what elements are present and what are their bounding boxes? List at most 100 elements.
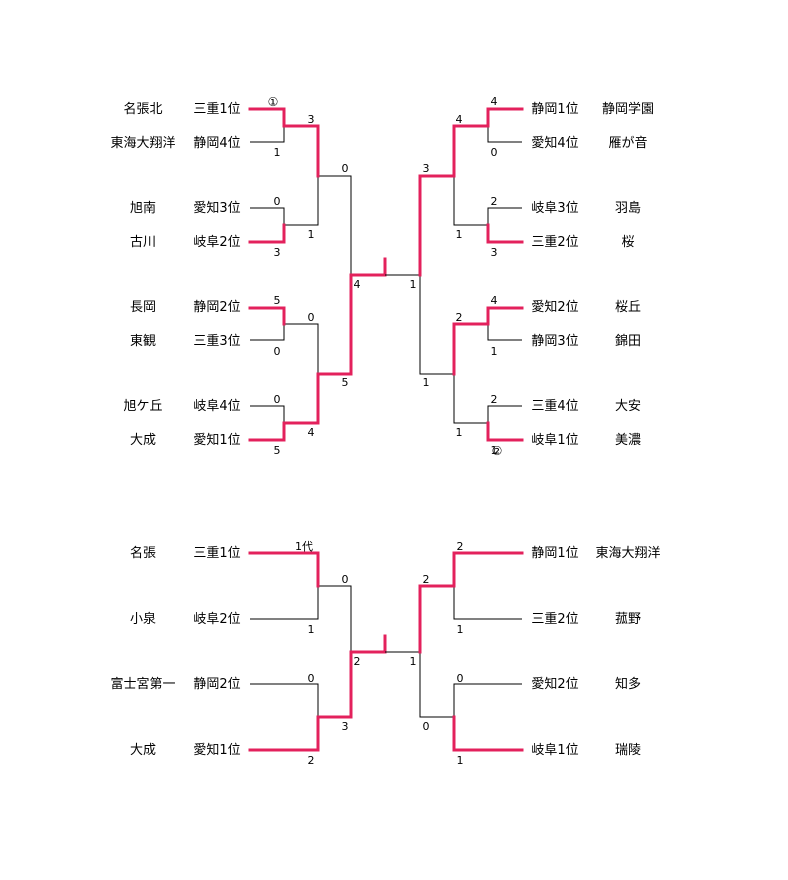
winner-path (248, 257, 387, 442)
team-school: 大成 (130, 433, 156, 448)
score: 0 (308, 672, 315, 685)
team-seed: 愛知2位 (531, 299, 578, 315)
marker-2: ② (492, 444, 503, 458)
final-score: 1 (410, 278, 417, 291)
team-school: 小泉 (130, 611, 156, 627)
bracket-line (487, 405, 522, 423)
team-school: 桜丘 (615, 300, 641, 315)
score: 1 (491, 444, 498, 457)
score: 2 (491, 195, 498, 208)
score: 0 (457, 672, 464, 685)
score: 3 (274, 246, 281, 259)
score: 3 (308, 113, 315, 126)
team-school: 旭ケ丘 (123, 399, 162, 414)
team-seed: 岐阜2位 (193, 611, 240, 627)
team-school: 名張 (130, 545, 156, 561)
winner-path (486, 223, 524, 244)
score: 4 (491, 294, 498, 307)
winner-path (248, 223, 286, 244)
team-seed: 三重4位 (531, 398, 578, 414)
winner-path (248, 551, 320, 588)
bracket-line (250, 324, 285, 341)
team-seed: 三重2位 (531, 234, 578, 250)
score: 0 (274, 195, 281, 208)
bottom-bracket: 名張 三重1位 小泉 岐阜2位 富士宮第一 静岡2位 大成 愛知1位 静岡1位 … (110, 540, 660, 767)
bracket-line (318, 585, 352, 652)
team-seed: 愛知1位 (193, 742, 240, 758)
score: 3 (423, 162, 430, 175)
team-school: 桜 (621, 235, 634, 250)
score: 1 (308, 623, 315, 636)
team-seed: 岐阜4位 (193, 398, 240, 414)
team-school: 菰野 (615, 612, 641, 627)
winner-path (452, 715, 524, 752)
team-seed: 三重1位 (193, 101, 240, 117)
score: 1代 (295, 540, 313, 553)
team-school: 東海大翔洋 (110, 135, 175, 151)
score: 1 (274, 146, 281, 159)
score: 5 (274, 294, 281, 307)
top-bracket: 名張北 三重1位 東海大翔洋 静岡4位 旭南 愛知3位 古川 岐阜2位 長岡 静… (110, 95, 654, 458)
score: 3 (342, 720, 349, 733)
team-school: 静岡学園 (602, 101, 654, 117)
team-school: 旭南 (130, 200, 156, 216)
team-seed: 静岡3位 (531, 334, 578, 349)
bracket-line (487, 207, 522, 225)
team-seed: 静岡1位 (531, 102, 578, 117)
team-school: 美濃 (615, 433, 641, 448)
score: 3 (491, 246, 498, 259)
score: 1 (491, 345, 498, 358)
score: 0 (491, 146, 498, 159)
team-school: 雁が音 (608, 135, 647, 151)
score: 4 (491, 95, 498, 108)
final-score: 4 (354, 278, 361, 291)
team-school: 大成 (130, 743, 156, 758)
team-school: 瑞陵 (615, 743, 641, 758)
score: 1 (456, 426, 463, 439)
team-seed: 岐阜1位 (531, 742, 578, 758)
team-school: 長岡 (130, 300, 156, 315)
bracket-line (250, 126, 285, 143)
team-seed: 静岡2位 (193, 300, 240, 315)
team-seed: 岐阜2位 (193, 234, 240, 250)
bracket-line (453, 374, 488, 424)
score: 1 (457, 623, 464, 636)
team-school: 富士宮第一 (110, 676, 175, 692)
score: 1 (423, 376, 430, 389)
winner-path (418, 107, 524, 277)
team-seed: 静岡4位 (193, 136, 240, 151)
team-school: 錦田 (615, 333, 641, 349)
team-seed: 愛知4位 (531, 135, 578, 151)
score: 0 (423, 720, 430, 733)
team-seed: 岐阜1位 (531, 432, 578, 448)
winner-path (418, 551, 524, 654)
team-seed: 静岡2位 (193, 677, 240, 692)
final-score: 2 (354, 655, 361, 668)
score: 2 (457, 540, 464, 553)
score: 1 (308, 228, 315, 241)
score: 4 (456, 113, 463, 126)
bracket-line (250, 405, 285, 423)
score: 1 (456, 228, 463, 241)
score: 2 (491, 393, 498, 406)
team-school: 名張北 (123, 101, 162, 117)
team-seed: 三重3位 (193, 333, 240, 349)
bracket-line (284, 323, 319, 374)
score: 0 (308, 311, 315, 324)
score: 1 (457, 754, 464, 767)
score: 2 (308, 754, 315, 767)
score: 2 (456, 311, 463, 324)
winner-path (452, 306, 524, 376)
winner-path (248, 306, 286, 326)
winner-path (486, 421, 524, 442)
bracket-line (385, 651, 454, 718)
bracket-line (250, 207, 285, 225)
score: 0 (274, 393, 281, 406)
team-school: 東観 (130, 333, 156, 349)
team-seed: 愛知2位 (531, 676, 578, 692)
team-seed: 静岡1位 (531, 546, 578, 561)
score: 0 (274, 345, 281, 358)
team-seed: 愛知3位 (193, 200, 240, 216)
score: 2 (423, 573, 430, 586)
bracket-line (318, 175, 352, 275)
